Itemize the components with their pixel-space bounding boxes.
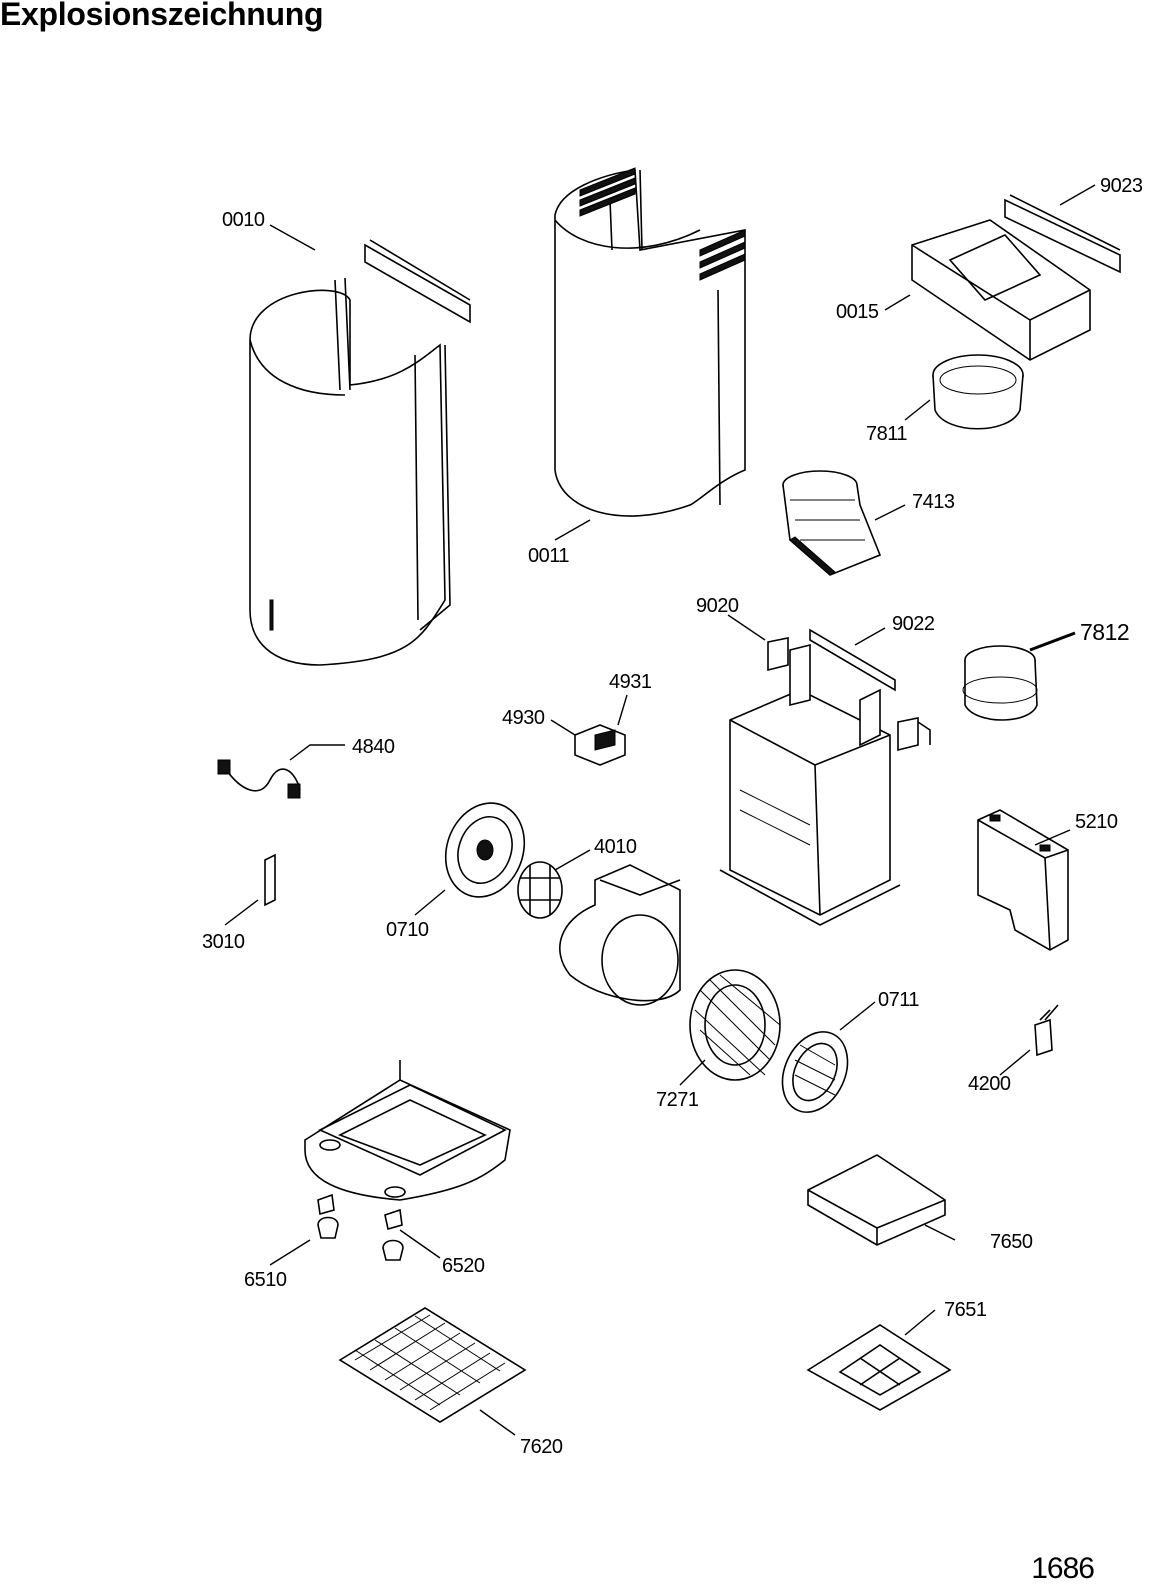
part-label-4010: 4010 — [594, 836, 637, 858]
chimney-cover-lower-icon — [249, 239, 471, 666]
part-label-4840: 4840 — [352, 736, 395, 758]
part-label-9022: 9022 — [892, 613, 935, 635]
impeller-icon — [689, 969, 781, 1081]
part-label-7811: 7811 — [866, 423, 907, 445]
page-title: Explosionszeichnung — [0, 0, 324, 32]
air-diverter-icon — [782, 470, 882, 576]
part-label-7812: 7812 — [1080, 619, 1129, 645]
part-label-9023: 9023 — [1100, 175, 1143, 197]
capacitor-icon — [1034, 1004, 1059, 1057]
fan-cover-icon — [781, 1031, 849, 1113]
filter-frame-icon — [806, 1324, 952, 1411]
part-label-7650: 7650 — [990, 1231, 1033, 1253]
bracket-icon — [767, 637, 931, 752]
part-label-4200: 4200 — [968, 1073, 1011, 1095]
page-number: 1686 — [1031, 1552, 1095, 1585]
mounting-rail-icon — [1004, 194, 1121, 274]
part-label-6510: 6510 — [244, 1269, 287, 1291]
ring-collar-icon — [932, 354, 1024, 430]
grease-filter-icon — [338, 1307, 527, 1423]
part-labels: 0010 0011 9023 0015 7811 7413 9020 9022 … — [202, 175, 1143, 1458]
part-label-7413: 7413 — [912, 491, 955, 513]
part-label-0010: 0010 — [222, 209, 265, 231]
housing-icon — [719, 643, 901, 926]
part-label-5210: 5210 — [1075, 811, 1118, 833]
part-label-7651: 7651 — [944, 1299, 987, 1321]
part-label-0710: 0710 — [386, 919, 429, 941]
part-label-0011: 0011 — [528, 545, 569, 567]
switch-icon — [574, 724, 626, 766]
cable-harness-icon — [217, 759, 301, 799]
part-label-7620: 7620 — [520, 1436, 563, 1458]
carbon-filter-icon — [807, 1154, 946, 1246]
push-button-icon — [264, 853, 276, 907]
lamp-holder-icon — [382, 1208, 404, 1261]
part-label-7271: 7271 — [656, 1089, 699, 1111]
part-label-4931: 4931 — [609, 671, 652, 693]
fan-cover-icon — [444, 802, 526, 898]
leader-lines — [224, 184, 1096, 1436]
duct-adapter-icon — [911, 219, 1091, 361]
motor-icon — [517, 861, 563, 919]
part-label-9020: 9020 — [696, 595, 739, 617]
chimney-cover-upper-icon — [554, 167, 746, 517]
control-box-icon — [977, 809, 1069, 951]
ring-collar-icon — [962, 645, 1038, 721]
part-label-0711: 0711 — [878, 989, 919, 1011]
lower-frame-icon — [304, 1060, 511, 1201]
part-label-0015: 0015 — [836, 301, 879, 323]
mounting-rail-icon — [809, 628, 896, 692]
part-label-3010: 3010 — [202, 931, 245, 953]
part-label-6520: 6520 — [442, 1255, 485, 1277]
part-label-4930: 4930 — [502, 707, 545, 729]
blower-housing-icon — [559, 864, 681, 1006]
lamp-holder-icon — [317, 1193, 339, 1239]
